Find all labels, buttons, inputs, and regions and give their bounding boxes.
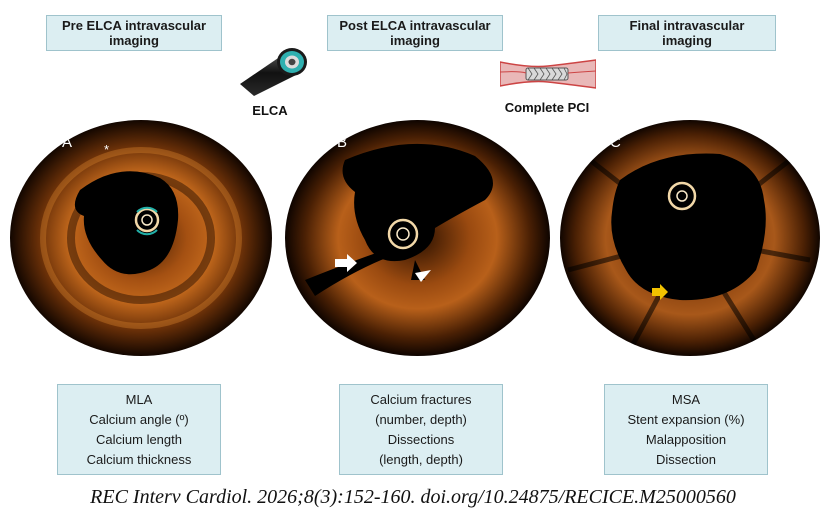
metric-item: Calcium fractures bbox=[370, 391, 472, 407]
white-arrowhead-icon bbox=[415, 270, 431, 282]
oct-image-post-elca: B bbox=[285, 120, 550, 356]
label-complete-pci: Complete PCI bbox=[504, 100, 590, 115]
metric-item: Calcium length bbox=[96, 432, 182, 448]
metric-item: Calcium thickness bbox=[86, 452, 192, 468]
metric-item: Calcium angle (º) bbox=[89, 411, 189, 427]
oct-image-final: C bbox=[560, 120, 820, 356]
metric-item: MSA bbox=[671, 391, 701, 407]
header-post-elca: Post ELCA intravascular imaging bbox=[327, 15, 503, 51]
laser-catheter-icon bbox=[240, 48, 307, 96]
calcium-asterisk-annotation: * bbox=[104, 142, 110, 157]
metric-item: Dissections bbox=[387, 432, 455, 448]
metric-item: (number, depth) bbox=[375, 411, 467, 427]
panel-letter-b: B bbox=[337, 134, 348, 151]
oct-image-pre-elca: A * bbox=[10, 120, 272, 356]
panel-letter-c: C bbox=[610, 134, 621, 151]
citation: REC Interv Cardiol. 2026;8(3):152-160. d… bbox=[90, 486, 736, 508]
metrics-box-pre-elca: MLA Calcium angle (º) Calcium length Cal… bbox=[57, 384, 221, 475]
stented-vessel-icon bbox=[500, 59, 596, 89]
header-pre-elca: Pre ELCA intravascular imaging bbox=[46, 15, 222, 51]
panel-letter-a: A bbox=[62, 134, 73, 151]
yellow-arrow-icon bbox=[652, 284, 668, 300]
header-final: Final intravascular imaging bbox=[598, 15, 776, 51]
metric-item: MLA bbox=[125, 391, 153, 407]
metric-item: (length, depth) bbox=[379, 452, 463, 468]
metric-item: Malapposition bbox=[645, 432, 727, 448]
metrics-box-final: MSA Stent expansion (%) Malapposition Di… bbox=[604, 384, 768, 475]
metrics-box-post-elca: Calcium fractures (number, depth) Dissec… bbox=[339, 384, 503, 475]
metric-item: Dissection bbox=[656, 452, 716, 468]
label-elca: ELCA bbox=[252, 103, 288, 118]
metric-item: Stent expansion (%) bbox=[627, 411, 745, 427]
white-arrow-icon bbox=[335, 254, 357, 272]
